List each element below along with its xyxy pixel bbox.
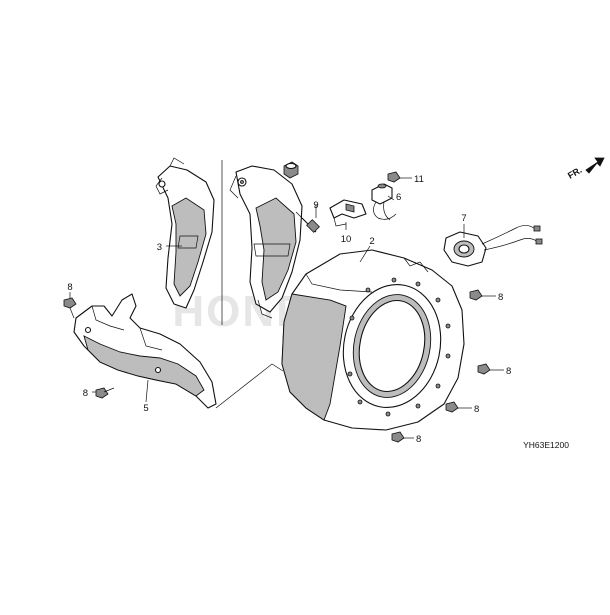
label-3: 3 xyxy=(157,242,162,253)
label-8f: 8 xyxy=(416,434,421,445)
nut-part xyxy=(283,161,299,179)
clamp-part xyxy=(329,199,367,227)
bolt-8d-part xyxy=(477,363,500,375)
figure-code: YH63E1200 xyxy=(523,440,569,450)
label-8d: 8 xyxy=(506,366,511,377)
inner-shroud-part xyxy=(155,157,215,309)
label-8e: 8 xyxy=(474,404,479,415)
lower-cover-part xyxy=(73,293,217,409)
bolt-9-part xyxy=(295,211,320,233)
bolt-8b-part xyxy=(95,387,115,399)
bolt-8a-part xyxy=(63,297,77,319)
bolt-8e-part xyxy=(445,401,468,413)
switch-part xyxy=(371,183,397,221)
label-8c: 8 xyxy=(498,292,503,303)
bolt-8f-part xyxy=(391,431,412,443)
baffle-plate-part xyxy=(229,165,303,319)
fan-housing-part xyxy=(281,249,465,431)
assembly-guide-line xyxy=(215,160,284,409)
label-2: 2 xyxy=(369,236,374,247)
front-arrow-icon xyxy=(585,157,605,174)
ignition-unit-part xyxy=(443,225,543,267)
label-10: 10 xyxy=(341,234,352,245)
front-direction-marker: FR. xyxy=(566,157,605,181)
label-5: 5 xyxy=(143,403,148,414)
label-7: 7 xyxy=(461,213,466,224)
nut-11-part xyxy=(387,171,401,183)
label-11: 11 xyxy=(414,174,424,185)
label-6: 6 xyxy=(396,192,401,203)
leader-6 xyxy=(387,195,395,201)
bolt-8c-part xyxy=(469,289,492,301)
front-label: FR. xyxy=(566,165,584,181)
label-8b: 8 xyxy=(83,388,88,399)
leader-5 xyxy=(145,379,149,403)
label-9: 9 xyxy=(313,200,318,211)
label-8a: 8 xyxy=(67,282,72,293)
leader-2 xyxy=(359,245,371,263)
